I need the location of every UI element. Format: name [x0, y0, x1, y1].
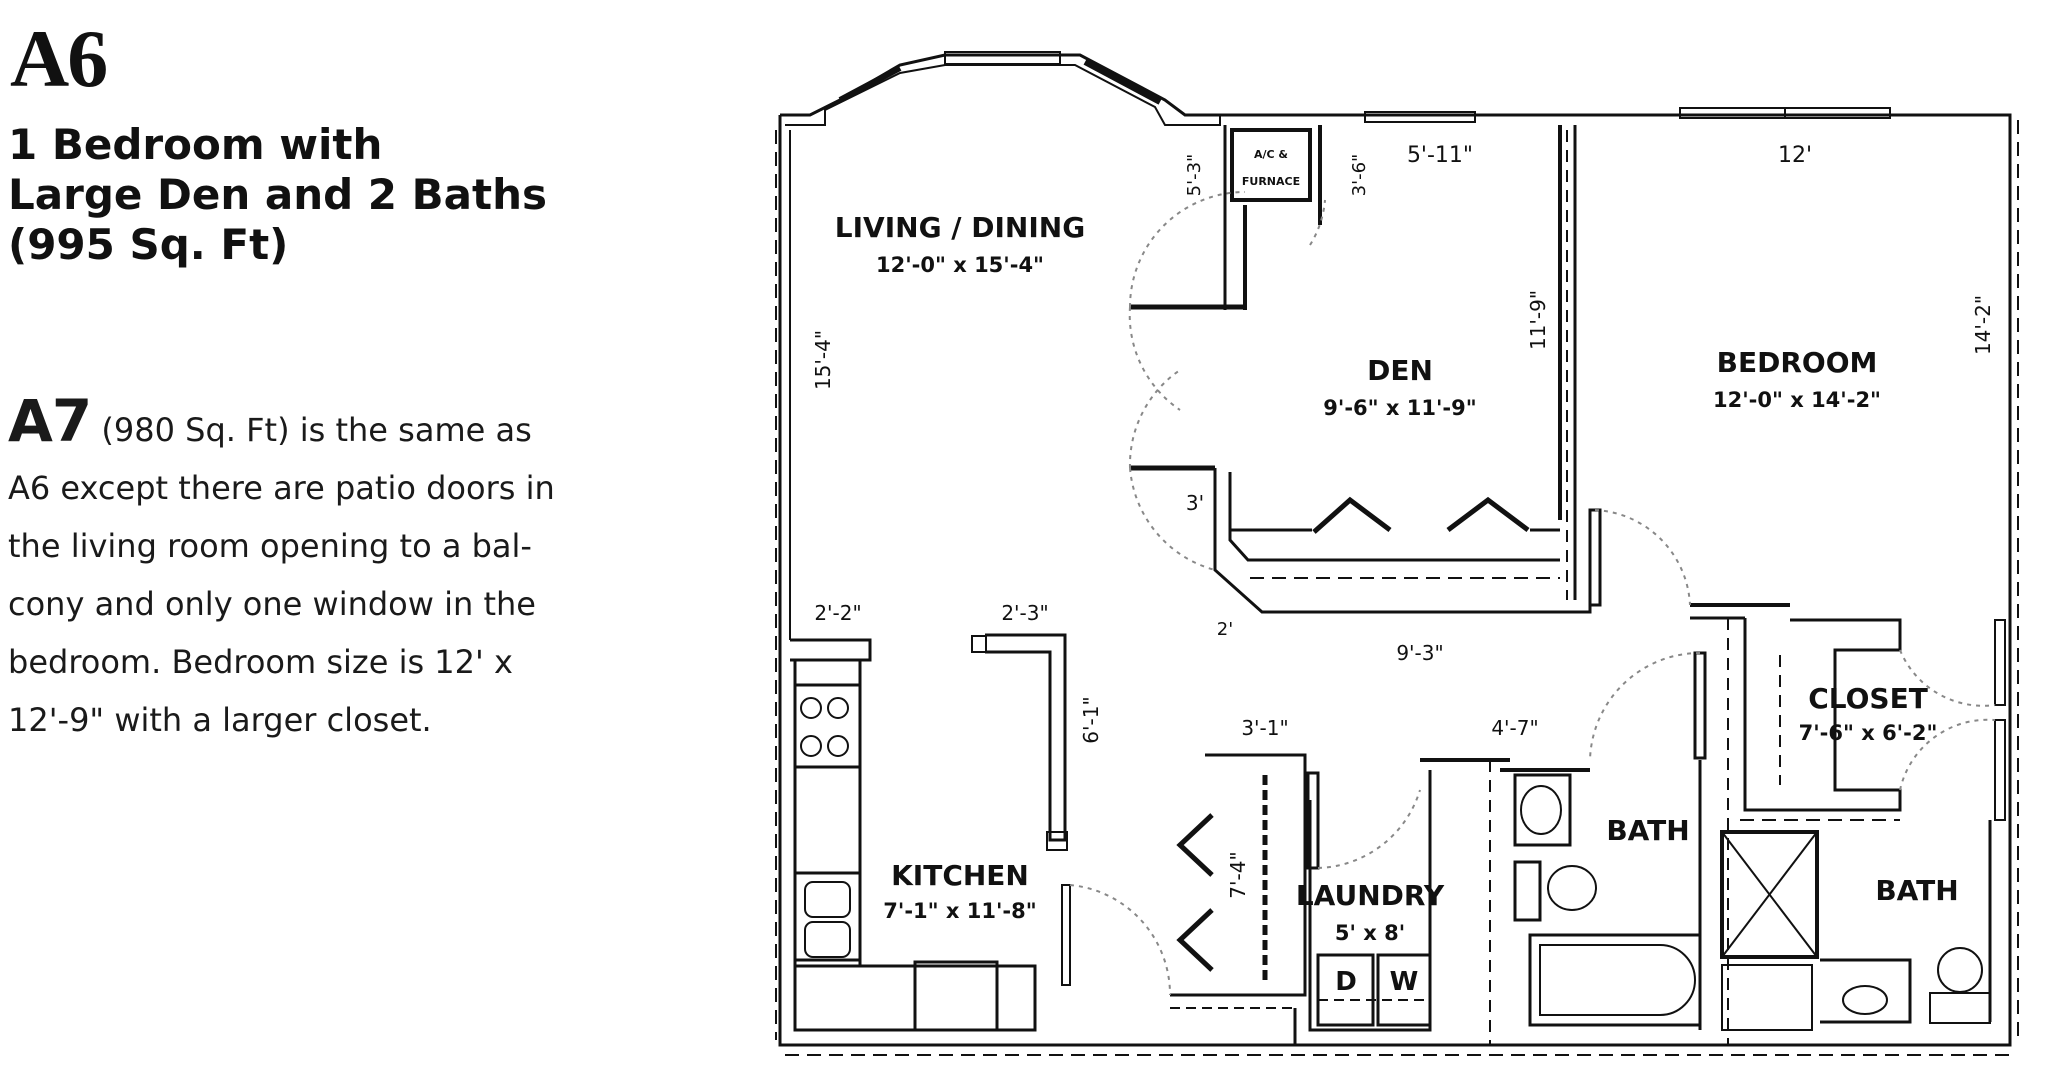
- dim-den-closet-door: 3': [1186, 491, 1204, 515]
- alternate-note-line: the living room opening to a bal-: [8, 527, 532, 565]
- unit-info-panel: A6 1 Bedroom with Large Den and 2 Baths …: [0, 0, 720, 1079]
- room-label-kitchen: KITCHEN: [891, 859, 1029, 892]
- alternate-note-text: (980 Sq. Ft) is the same as: [101, 411, 532, 449]
- dim-kitchen-bar-height: 6'-1": [1079, 696, 1103, 743]
- room-label-bath-2: BATH: [1875, 874, 1958, 907]
- unit-description: 1 Bedroom with Large Den and 2 Baths (99…: [8, 120, 547, 270]
- room-size-living: 12'-0" x 15'-4": [876, 253, 1044, 277]
- unit-description-line: 1 Bedroom with: [8, 120, 383, 169]
- furnace-label-line1: A/C &: [1254, 148, 1288, 161]
- floor-plan: LIVING / DINING 12'-0" x 15'-4" DEN 9'-6…: [760, 40, 2048, 1079]
- dim-bath-width: 4'-7": [1491, 716, 1538, 740]
- walls: [775, 51, 2019, 1056]
- room-size-closet: 7'-6" x 6'-2": [1799, 721, 1938, 745]
- dim-hall-closet-height: 7'-4": [1226, 851, 1250, 898]
- unit-code: A6: [10, 13, 108, 104]
- alternate-note-line: A7 (980 Sq. Ft) is the same as: [8, 392, 708, 459]
- dim-furnace-wall: 5'-3": [1184, 154, 1205, 197]
- room-size-laundry: 5' x 8': [1335, 921, 1405, 945]
- dim-bedroom-top: 12': [1778, 143, 1812, 168]
- dim-kitchen-left: 2'-2": [814, 601, 861, 625]
- room-size-den: 9'-6" x 11'-9": [1323, 396, 1476, 420]
- furnace-label-line2: FURNACE: [1242, 175, 1300, 188]
- room-label-living: LIVING / DINING: [835, 211, 1085, 244]
- dim-bedroom-height: 14'-2": [1971, 295, 1995, 355]
- dim-den-height: 11'-9": [1526, 290, 1550, 350]
- dim-kitchen-bar-top: 2'-3": [1001, 601, 1048, 625]
- dim-den-bottom: 9'-3": [1396, 641, 1443, 665]
- dim-living-height: 15'-4": [811, 330, 835, 390]
- washer-label: W: [1390, 967, 1419, 997]
- alternate-note-line: bedroom. Bedroom size is 12' x: [8, 643, 513, 681]
- room-size-bedroom: 12'-0" x 14'-2": [1713, 388, 1881, 412]
- room-label-den: DEN: [1367, 354, 1433, 387]
- dim-hall-closet-width: 3'-1": [1241, 716, 1288, 740]
- room-label-closet: CLOSET: [1808, 682, 1928, 715]
- dim-den-top: 5'-11": [1407, 143, 1473, 168]
- room-label-laundry: LAUNDRY: [1296, 879, 1445, 912]
- alternate-unit-note: A7 (980 Sq. Ft) is the same as A6 except…: [8, 392, 708, 749]
- dryer-label: D: [1335, 967, 1357, 997]
- floor-plan-drawing: LIVING / DINING 12'-0" x 15'-4" DEN 9'-6…: [775, 51, 2019, 1056]
- alternate-note-line: 12'-9" with a larger closet.: [8, 701, 432, 739]
- alternate-unit-code: A7: [8, 387, 92, 455]
- dim-den-angle: 2': [1217, 619, 1233, 640]
- room-label-bedroom: BEDROOM: [1717, 346, 1878, 379]
- alternate-note-line: cony and only one window in the: [8, 585, 536, 623]
- door-swings: [1069, 191, 1996, 996]
- unit-description-line: Large Den and 2 Baths: [8, 170, 547, 219]
- room-size-kitchen: 7'-1" x 11'-8": [883, 899, 1036, 923]
- unit-description-line: (995 Sq. Ft): [8, 220, 289, 269]
- room-label-bath-1: BATH: [1606, 814, 1689, 847]
- alternate-note-line: A6 except there are patio doors in: [8, 469, 555, 507]
- dim-furnace-depth: 3'-6": [1349, 154, 1370, 197]
